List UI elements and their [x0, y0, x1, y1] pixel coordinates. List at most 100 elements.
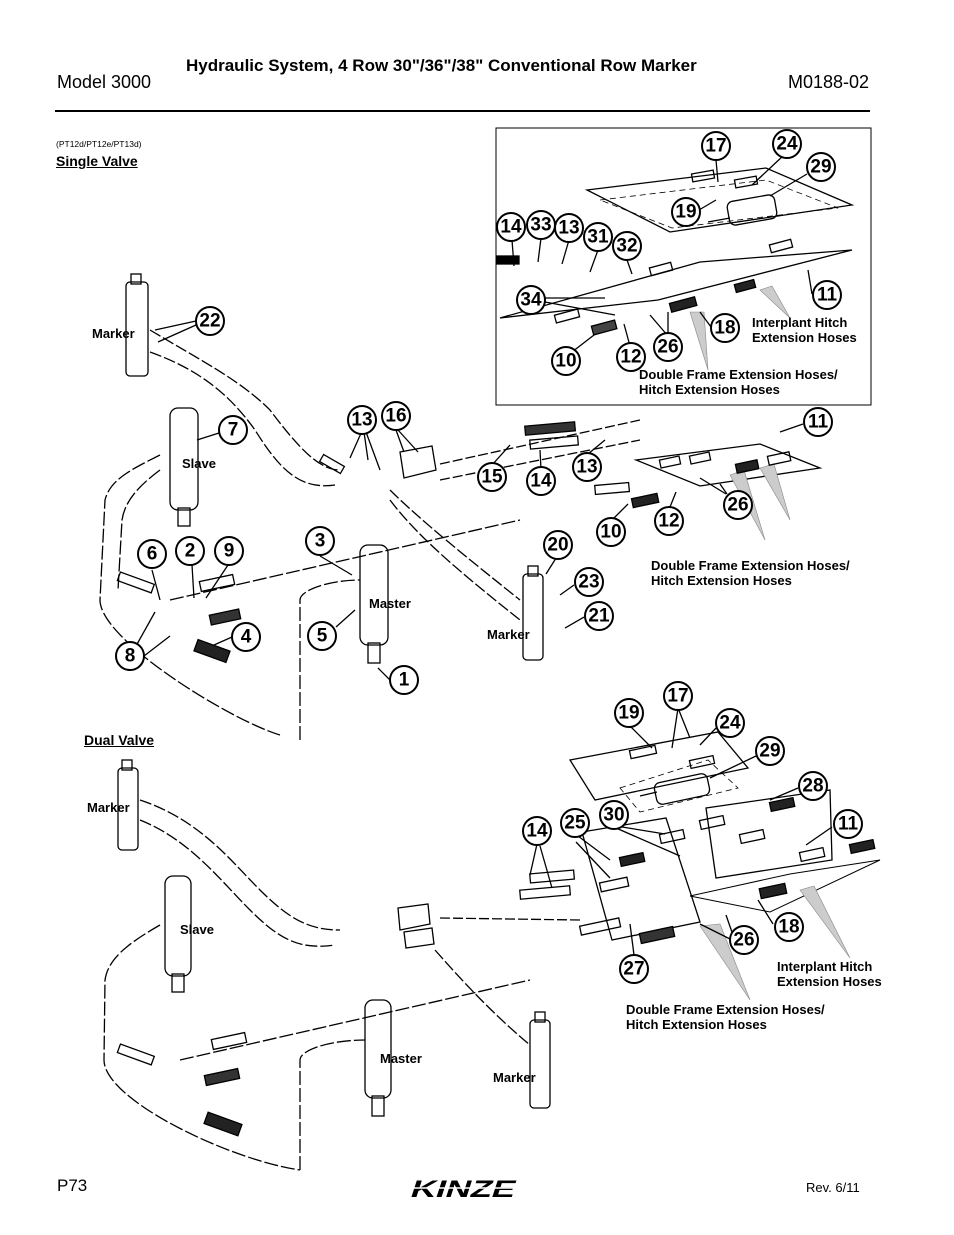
svg-text:10: 10: [600, 522, 621, 543]
svg-text:15: 15: [481, 467, 503, 488]
master-cylinder: [359, 544, 389, 646]
callout-8: 8: [115, 641, 145, 671]
callout-23: 23: [574, 567, 604, 597]
svg-text:23: 23: [578, 572, 599, 593]
callout-13a: 13: [347, 405, 377, 435]
callout-inset-32: 32: [612, 231, 642, 261]
callout-inset-31: 31: [583, 222, 613, 252]
callout-6: 6: [137, 539, 167, 569]
callout-inset-11: 11: [812, 280, 842, 310]
label-double-frame-hoses: Double Frame Extension Hoses/ Hitch Exte…: [651, 558, 850, 588]
marker-cylinder-left: [125, 281, 149, 377]
dual-marker-cylinder-right: [529, 1019, 551, 1109]
callout-inset-18: 18: [710, 313, 740, 343]
callout-10a: 10: [596, 517, 626, 547]
callout-dual-30: 30: [599, 800, 629, 830]
dual-label-slave: Slave: [180, 922, 214, 937]
label-marker-left: Marker: [92, 326, 135, 341]
label-slave: Slave: [182, 456, 216, 471]
callout-9: 9: [214, 536, 244, 566]
dual-label-master: Master: [380, 1051, 422, 1066]
callout-5: 5: [307, 621, 337, 651]
inset-frame: [495, 127, 872, 406]
svg-text:14: 14: [500, 217, 522, 238]
svg-text:32: 32: [616, 236, 637, 257]
svg-text:16: 16: [385, 406, 406, 427]
callout-12a: 12: [654, 506, 684, 536]
callout-inset-34: 34: [516, 285, 546, 315]
callout-dual-24: 24: [715, 708, 745, 738]
svg-text:19: 19: [675, 202, 696, 223]
page-title: Hydraulic System, 4 Row 30"/36"/38" Conv…: [186, 56, 697, 75]
dual-slave-cylinder: [164, 875, 192, 977]
callout-1: 1: [389, 665, 419, 695]
callout-7: 7: [218, 415, 248, 445]
dual-label-interplant: Interplant Hitch Extension Hoses: [777, 959, 882, 989]
svg-text:2: 2: [185, 541, 196, 562]
callout-dual-18: 18: [774, 912, 804, 942]
svg-text:13: 13: [558, 218, 579, 239]
callout-26a: 26: [723, 490, 753, 520]
callout-inset-14: 14: [496, 212, 526, 242]
marker-cylinder-right: [522, 573, 544, 661]
header-rule: [55, 110, 870, 112]
svg-text:3: 3: [315, 531, 326, 552]
callout-dual-28: 28: [798, 771, 828, 801]
svg-text:17: 17: [705, 136, 726, 157]
svg-text:5: 5: [317, 626, 328, 647]
kinze-logo: KINZE: [404, 1177, 522, 1202]
svg-text:26: 26: [733, 930, 754, 951]
callout-3: 3: [305, 526, 335, 556]
svg-text:6: 6: [147, 544, 158, 565]
callout-dual-25: 25: [560, 808, 590, 838]
kinze-logo-text: KINZE: [407, 1177, 520, 1202]
callout-dual-19: 19: [614, 698, 644, 728]
valve-block: [399, 445, 437, 479]
svg-text:18: 18: [778, 917, 799, 938]
svg-text:21: 21: [588, 606, 610, 627]
svg-text:11: 11: [817, 285, 838, 306]
svg-text:14: 14: [530, 471, 552, 492]
svg-text:4: 4: [241, 627, 252, 648]
callout-16: 16: [381, 401, 411, 431]
svg-text:33: 33: [530, 215, 551, 236]
revision-label: Rev. 6/11: [806, 1180, 860, 1195]
svg-text:34: 34: [520, 290, 542, 311]
svg-text:28: 28: [802, 776, 823, 797]
dual-label-marker-left: Marker: [87, 800, 130, 815]
svg-text:22: 22: [199, 311, 220, 332]
figure-refs: (PT12d/PT12e/PT13d): [56, 139, 142, 149]
svg-text:12: 12: [620, 347, 641, 368]
callout-22: 22: [195, 306, 225, 336]
svg-text:14: 14: [526, 821, 548, 842]
dual-label-double-frame: Double Frame Extension Hoses/ Hitch Exte…: [626, 1002, 825, 1032]
svg-text:10: 10: [555, 351, 576, 372]
label-marker-right: Marker: [487, 627, 530, 642]
callout-inset-24: 24: [772, 129, 802, 159]
svg-text:25: 25: [564, 813, 586, 834]
svg-text:8: 8: [125, 646, 136, 667]
label-master: Master: [369, 596, 411, 611]
document-code: M0188-02: [788, 72, 870, 92]
svg-text:17: 17: [667, 686, 688, 707]
callout-13b: 13: [572, 452, 602, 482]
callout-inset-17: 17: [701, 131, 731, 161]
svg-text:9: 9: [224, 541, 235, 562]
callout-inset-13: 13: [554, 213, 584, 243]
callout-20: 20: [543, 530, 573, 560]
svg-text:26: 26: [657, 337, 678, 358]
callout-inset-10: 10: [551, 346, 581, 376]
callout-dual-29: 29: [755, 736, 785, 766]
dual-marker-cylinder-left: [117, 767, 139, 851]
svg-text:29: 29: [759, 741, 780, 762]
model-label: Model 3000: [57, 72, 152, 92]
svg-text:31: 31: [587, 227, 609, 248]
callout-11a: 11: [803, 407, 833, 437]
callout-15: 15: [477, 462, 507, 492]
svg-text:26: 26: [727, 495, 748, 516]
svg-text:30: 30: [603, 805, 624, 826]
svg-text:13: 13: [351, 410, 372, 431]
svg-text:24: 24: [776, 134, 798, 155]
slave-cylinder: [169, 407, 199, 511]
callout-inset-19: 19: [671, 197, 701, 227]
